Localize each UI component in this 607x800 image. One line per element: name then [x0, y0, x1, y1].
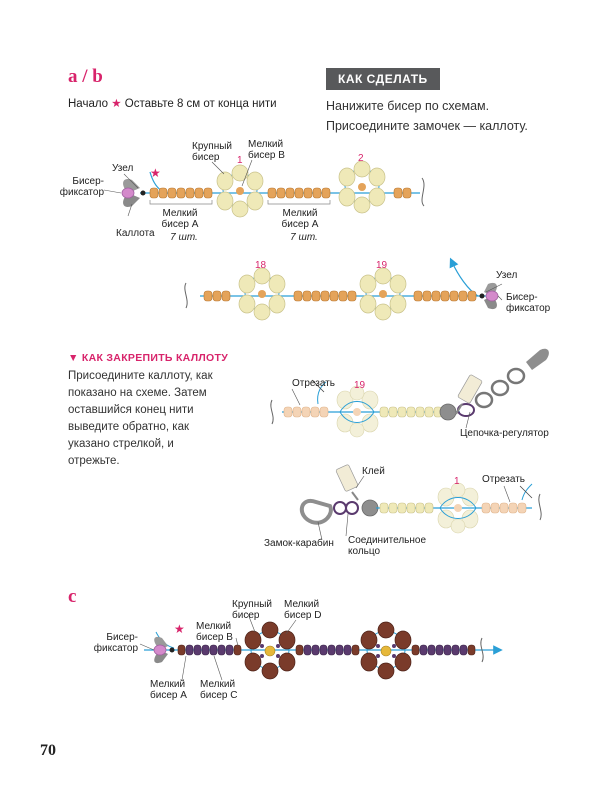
thread-cut-end — [521, 483, 533, 501]
diagram-b — [184, 257, 499, 321]
small-bead-a-row — [267, 187, 331, 199]
small-bead-a-row — [379, 406, 443, 418]
fixer-bead-icon — [121, 187, 135, 199]
diagram-attach-2 — [300, 464, 542, 534]
label-callote: Каллота — [116, 228, 155, 239]
small-bead-row-c — [295, 644, 360, 656]
fixer-bead-icon — [153, 644, 167, 656]
page-number: 70 — [40, 742, 56, 759]
section-ab-title: a / b — [68, 66, 103, 87]
diagram-attach-1 — [270, 348, 549, 438]
label-small-b-c: Мелкий бисер B — [196, 621, 233, 643]
label-small-a-right: Мелкий бисер A — [281, 208, 319, 230]
flower-18 — [238, 267, 286, 321]
break-mark — [538, 493, 542, 521]
small-bead-a-row — [149, 187, 213, 199]
label-ring: Соединительное кольцо — [348, 535, 427, 557]
pattern-number-19-attach: 19 — [354, 380, 366, 391]
break-mark — [184, 282, 188, 309]
fixer-bead-icon — [485, 290, 499, 302]
small-bead-a-row — [481, 502, 527, 514]
cut-line — [311, 379, 325, 393]
break-mark — [421, 177, 425, 207]
glue-tube-icon — [455, 374, 483, 415]
start-note: Начало ★ Оставьте 8 см от конца нити — [68, 96, 277, 110]
label-fixer-c: Бисер-фиксатор — [93, 632, 138, 654]
star-icon: ★ — [150, 166, 161, 180]
flower-1 — [216, 164, 264, 218]
flower-c-2 — [360, 621, 412, 680]
flower-c-1 — [244, 621, 296, 680]
section-c-title: c — [68, 586, 77, 607]
label-chain: Цепочка-регулятор — [460, 428, 549, 439]
small-bead-a-row — [293, 290, 357, 302]
star-icon: ★ — [174, 622, 185, 636]
label-glue: Клей — [362, 466, 385, 477]
flower-1-faded — [437, 482, 479, 534]
cut-line — [519, 485, 533, 499]
label-small-d: Мелкий бисер D — [284, 599, 322, 621]
count-left: 7 шт. — [170, 232, 198, 243]
label-small-c-c: Мелкий бисер C — [200, 679, 238, 701]
pattern-number-18: 18 — [255, 260, 267, 271]
small-bead-row-c — [411, 644, 476, 656]
break-mark — [480, 637, 484, 663]
chain-icon — [490, 379, 510, 397]
callote-icon — [439, 403, 457, 421]
lobster-clasp-icon — [300, 498, 333, 525]
small-bead-a-row — [283, 406, 329, 418]
label-clasp: Замок-карабин — [264, 538, 334, 549]
small-bead-a-row — [379, 502, 434, 514]
count-right: 7 шт. — [290, 232, 318, 243]
label-small-a-left: Мелкий бисер A — [161, 208, 199, 230]
flower-19-faded — [336, 385, 379, 438]
small-bead-a-row — [203, 290, 231, 302]
jump-ring-icon — [345, 501, 359, 515]
star-icon: ★ — [111, 98, 122, 110]
how-to-text: Нанижите бисер по схемам. Присоедините з… — [326, 99, 528, 133]
attach-heading: ▼ КАК ЗАКРЕПИТЬ КАЛЛОТУ — [68, 352, 229, 364]
label-cut-1: Отрезать — [292, 378, 335, 389]
small-bead-a-row — [413, 290, 477, 302]
diagram-c: ★ — [144, 621, 503, 680]
pattern-number-1: 1 — [237, 155, 243, 166]
label-small-b: Мелкий бисер B — [248, 139, 285, 161]
thread-cut-end — [317, 381, 327, 405]
label-knot-b: Узел — [496, 270, 518, 281]
jump-ring-icon — [333, 501, 347, 515]
label-knot: Узел — [112, 163, 134, 174]
pattern-number-1-attach: 1 — [454, 476, 460, 487]
label-small-a-c: Мелкий бисер A — [150, 679, 187, 701]
break-mark — [270, 399, 274, 425]
small-bead-row-c — [177, 644, 242, 656]
label-fixer-b: Бисер-фиксатор — [506, 292, 551, 314]
knot-icon — [140, 190, 146, 196]
label-cut-2: Отрезать — [482, 474, 525, 485]
knot-icon — [169, 647, 175, 653]
chain-end-icon — [526, 348, 549, 370]
chain-icon — [506, 367, 526, 385]
label-large-c: Крупный бисер — [232, 599, 272, 621]
pattern-number-2: 2 — [358, 153, 364, 164]
start-word: Начало — [68, 98, 109, 110]
label-fixer: Бисер-фиксатор — [59, 176, 104, 198]
leader-lines — [103, 159, 511, 681]
attach-text: Присоедините каллоту, как показано на сх… — [68, 370, 213, 467]
flower-19 — [359, 267, 407, 321]
flower-2 — [338, 160, 386, 214]
chain-icon — [474, 391, 494, 409]
how-to-badge: КАК СДЕЛАТЬ — [326, 68, 440, 90]
label-large-bead: Крупный бисер — [192, 141, 232, 163]
pattern-number-19: 19 — [376, 260, 388, 271]
diagram-a: ★ — [121, 160, 425, 218]
small-bead-a-row — [393, 187, 412, 199]
glue-tube-icon — [335, 464, 359, 501]
callote-icon — [361, 499, 379, 517]
knot-icon — [479, 293, 485, 299]
start-note-text: Оставьте 8 см от конца нити — [124, 98, 277, 110]
